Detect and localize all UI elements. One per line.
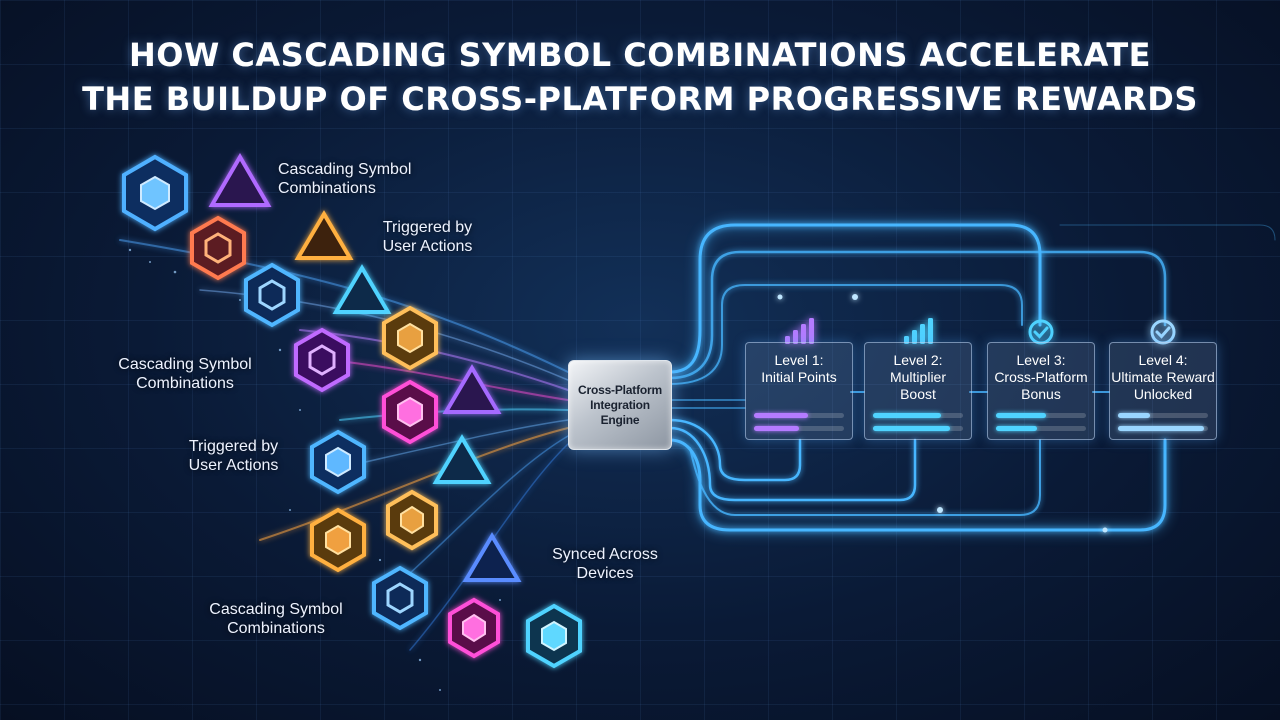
- check-circle-icon: [1145, 318, 1181, 353]
- label-synced-across-devices: Synced Across Devices: [540, 545, 670, 583]
- progress-fill: [873, 426, 950, 431]
- progress-bar: [996, 413, 1086, 418]
- level-title: Level 1: Initial Points: [761, 352, 837, 385]
- level-title: Level 3: Cross-Platform Bonus: [994, 352, 1088, 402]
- label-cascading-symbol-combinations: Cascading Symbol Combinations: [196, 600, 356, 638]
- level-card-1: Level 1: Initial Points: [745, 342, 853, 440]
- progress-bar: [754, 413, 844, 418]
- triangle-icon: [442, 364, 502, 414]
- level-card-2: Level 2: Multiplier Boost: [864, 342, 972, 440]
- progress-fill: [996, 426, 1037, 431]
- cube-hexagon-icon: [310, 429, 366, 495]
- sparkle-particles: [128, 248, 501, 691]
- bar-chart-icon: [781, 316, 817, 351]
- hexagon-icon: [190, 215, 246, 281]
- level-title: Level 4: Ultimate Reward Unlocked: [1111, 352, 1215, 402]
- progress-bar: [873, 413, 963, 418]
- triangle-icon: [332, 264, 392, 314]
- label-text: Cascading Symbol Combinations: [209, 601, 343, 637]
- progress-fill: [873, 413, 941, 418]
- label-text: Cascading Symbol Combinations: [278, 161, 412, 197]
- check-circle-icon: [1023, 318, 1059, 353]
- level-title: Level 2: Multiplier Boost: [889, 352, 946, 402]
- cube-hexagon-icon: [386, 489, 438, 551]
- title-line-1: HOW CASCADING SYMBOL COMBINATIONS ACCELE…: [128, 36, 1152, 74]
- symbol-cluster: [122, 153, 582, 669]
- hexagon-icon: [294, 327, 350, 393]
- progress-bar: [996, 426, 1086, 431]
- progress-bar: [1118, 426, 1208, 431]
- label-text: Synced Across Devices: [552, 546, 658, 582]
- title-line-2: THE BUILDUP OF CROSS-PLATFORM PROGRESSIV…: [82, 80, 1198, 118]
- progress-fill: [1118, 426, 1204, 431]
- hexagon-icon: [372, 565, 428, 631]
- hexagon-icon: [244, 262, 300, 328]
- integration-engine-chip: Cross-Platform Integration Engine: [568, 360, 672, 450]
- label-text: Triggered by User Actions: [188, 438, 279, 474]
- progress-bar: [1118, 413, 1208, 418]
- circuit-pipes: [665, 220, 1276, 535]
- label-triggered-by-user-actions: Triggered by User Actions: [370, 218, 485, 256]
- level-card-3: Level 3: Cross-Platform Bonus: [987, 342, 1095, 440]
- cube-hexagon-icon: [122, 154, 188, 232]
- progress-bar: [873, 426, 963, 431]
- label-cascading-symbol-combinations: Cascading Symbol Combinations: [110, 355, 260, 393]
- progress-fill: [754, 413, 808, 418]
- triangle-icon: [294, 210, 354, 260]
- cube-hexagon-icon: [382, 379, 438, 445]
- pipe-nodes: [777, 294, 1108, 533]
- label-text: Cascading Symbol Combinations: [118, 356, 252, 392]
- triangle-icon: [208, 153, 272, 207]
- progress-bar: [754, 426, 844, 431]
- triangle-icon: [432, 434, 492, 484]
- level-card-4: Level 4: Ultimate Reward Unlocked: [1109, 342, 1217, 440]
- hexagon-icon: [310, 507, 366, 573]
- progress-fill: [1118, 413, 1150, 418]
- label-cascading-symbol-combinations: Cascading Symbol Combinations: [278, 160, 411, 198]
- progress-fill: [996, 413, 1046, 418]
- label-text: Triggered by User Actions: [382, 219, 473, 255]
- cube-hexagon-icon: [382, 305, 438, 371]
- cube-hexagon-icon: [526, 603, 582, 669]
- bar-chart-icon: [900, 316, 936, 351]
- engine-label: Cross-Platform Integration Engine: [578, 382, 662, 427]
- triangle-icon: [462, 532, 522, 582]
- cube-hexagon-icon: [448, 597, 500, 659]
- label-triggered-by-user-actions: Triggered by User Actions: [176, 437, 291, 475]
- progress-fill: [754, 426, 799, 431]
